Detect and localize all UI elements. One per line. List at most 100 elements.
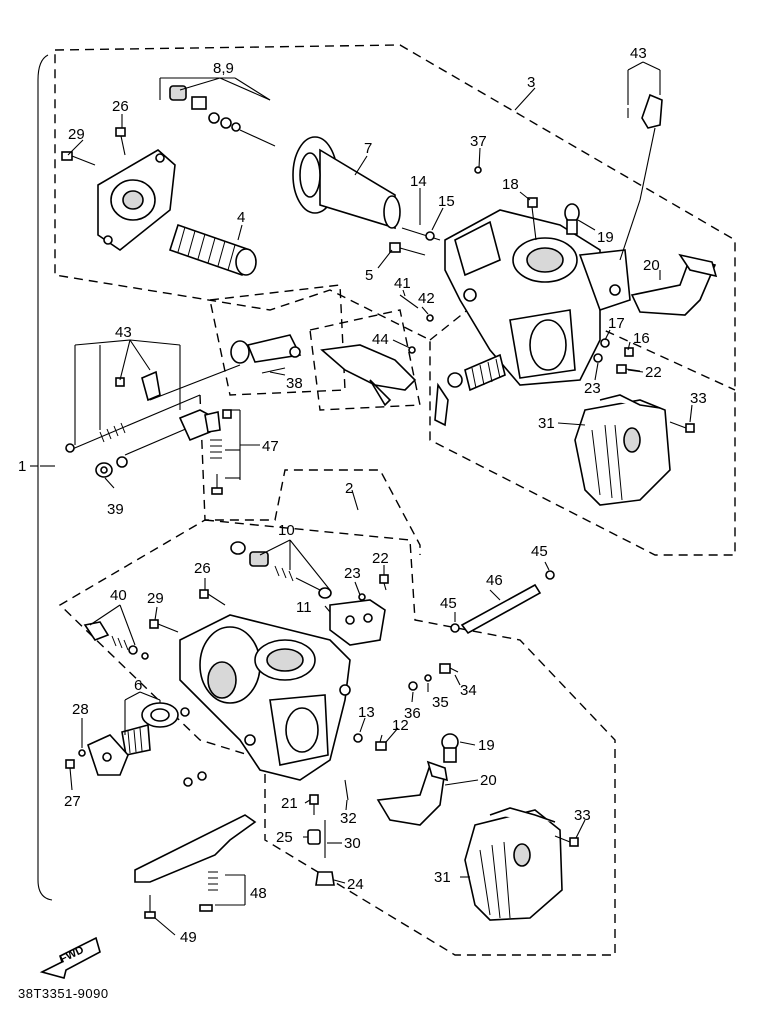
label-38: 38 xyxy=(286,375,303,392)
label-39: 39 xyxy=(107,501,124,518)
callout-labels: 1 2 3 4 5 6 7 8,9 10 11 12 13 14 15 16 1… xyxy=(18,45,707,946)
label-29-lower: 29 xyxy=(147,590,164,607)
label-43-left: 43 xyxy=(115,324,132,341)
label-45-upper: 45 xyxy=(531,543,548,560)
link-47-boundary xyxy=(199,394,421,555)
screw-41 xyxy=(399,294,419,309)
sensor-19-upper xyxy=(564,203,580,235)
screw-16 xyxy=(624,347,634,357)
screw-26-lower xyxy=(199,589,226,606)
label-5: 5 xyxy=(365,267,373,284)
label-42: 42 xyxy=(418,290,435,307)
label-34: 34 xyxy=(460,682,477,699)
screw-33-upper xyxy=(669,421,695,433)
label-3: 3 xyxy=(527,74,535,91)
label-20-lower: 20 xyxy=(480,772,497,789)
choke-plunger-6 xyxy=(121,702,190,756)
shaft-assembly-43 xyxy=(65,364,241,453)
carb-inner-boundary xyxy=(429,299,736,391)
drawing-code: 38T3351-9090 xyxy=(18,986,109,1001)
label-33-upper: 33 xyxy=(690,390,707,407)
label-17: 17 xyxy=(608,315,625,332)
assembly-1-bracket xyxy=(37,54,53,901)
bracket-11 xyxy=(329,599,386,646)
label-8-9: 8,9 xyxy=(213,60,234,77)
spring-4 xyxy=(169,223,257,277)
screw-34 xyxy=(439,663,459,674)
screw-26-upper xyxy=(115,127,126,156)
screw-12 xyxy=(375,734,387,751)
label-18: 18 xyxy=(502,176,519,193)
screw-22-upper xyxy=(616,364,641,374)
washer-42 xyxy=(426,314,434,322)
label-13: 13 xyxy=(358,704,375,721)
washer-23-lower xyxy=(358,593,366,601)
pilot-screw-40 xyxy=(83,621,149,660)
label-2: 2 xyxy=(345,480,353,497)
label-10: 10 xyxy=(278,522,295,539)
carburetor-body-upper xyxy=(444,209,631,386)
part-25 xyxy=(307,829,321,845)
label-26-lower: 26 xyxy=(194,560,211,577)
screw-49 xyxy=(144,895,156,919)
throttle-lever-38 xyxy=(230,334,302,374)
label-49: 49 xyxy=(180,929,197,946)
lever-group-boundary xyxy=(209,284,346,396)
label-30: 30 xyxy=(344,835,361,852)
part-32 xyxy=(344,779,349,801)
label-29-upper: 29 xyxy=(68,126,85,143)
label-23-lower: 23 xyxy=(344,565,361,582)
washer-17 xyxy=(600,338,610,348)
label-21: 21 xyxy=(281,795,298,812)
label-28: 28 xyxy=(72,701,89,718)
washer-36 xyxy=(408,681,418,691)
cover-27-28 xyxy=(65,734,129,776)
clip-45-lower xyxy=(450,623,460,633)
label-6: 6 xyxy=(134,677,142,694)
carburetor-body-lower xyxy=(179,614,351,781)
label-44: 44 xyxy=(372,331,389,348)
label-36: 36 xyxy=(404,705,421,722)
label-24: 24 xyxy=(347,876,364,893)
screw-29-lower xyxy=(149,619,179,633)
bracket-44-boundary xyxy=(309,309,421,411)
forward-arrow-icon: FWD xyxy=(39,936,101,979)
label-31-lower: 31 xyxy=(434,869,451,886)
lever-20-lower xyxy=(376,760,448,826)
label-48: 48 xyxy=(250,885,267,902)
label-45-lower: 45 xyxy=(440,595,457,612)
washer-23-upper xyxy=(593,353,603,363)
label-27: 27 xyxy=(64,793,81,810)
label-14: 14 xyxy=(410,173,427,190)
clip-45-upper xyxy=(545,570,555,580)
float-bowl-31-lower xyxy=(464,807,563,921)
screw-18 xyxy=(527,197,538,241)
screw-22-lower xyxy=(379,574,389,591)
label-15: 15 xyxy=(438,193,455,210)
part-24 xyxy=(315,871,335,886)
jet-set-10 xyxy=(230,541,332,599)
diaphragm-cover xyxy=(97,149,176,251)
label-12: 12 xyxy=(392,717,409,734)
label-32: 32 xyxy=(340,810,357,827)
washer-13 xyxy=(353,733,363,743)
lever-43-upper xyxy=(619,93,663,261)
label-19-upper: 19 xyxy=(597,229,614,246)
label-16: 16 xyxy=(633,330,650,347)
label-35: 35 xyxy=(432,694,449,711)
label-4: 4 xyxy=(237,209,245,226)
float-bowl-31-upper xyxy=(574,394,671,506)
needle-14-15 xyxy=(401,227,441,241)
label-11: 11 xyxy=(296,599,312,616)
link-plate-48 xyxy=(134,814,257,912)
label-23-upper: 23 xyxy=(584,380,601,397)
label-25: 25 xyxy=(276,829,293,846)
vacuum-piston-7 xyxy=(292,136,401,230)
washer-39 xyxy=(95,456,128,478)
label-43-upper: 43 xyxy=(630,45,647,62)
label-41: 41 xyxy=(394,275,411,292)
screw-33-lower xyxy=(554,835,579,847)
link-shaft-47 xyxy=(124,409,232,495)
label-1: 1 xyxy=(18,458,26,475)
bracket-44 xyxy=(320,344,417,407)
